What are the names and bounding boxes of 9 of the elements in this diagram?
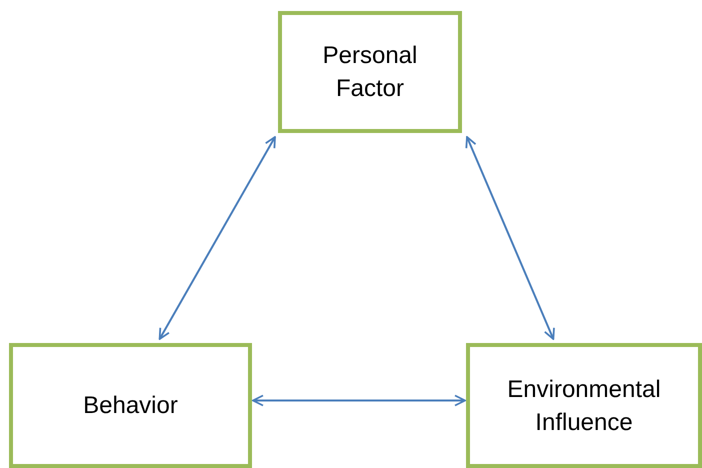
box-label: Personal Factor: [322, 41, 418, 104]
box-label: Environmental Influence: [506, 374, 662, 438]
box-label: Behavior: [83, 391, 178, 421]
process-box: [278, 11, 462, 133]
process-box: [9, 343, 252, 468]
double-arrow: [158, 136, 276, 340]
double-arrow: [252, 394, 466, 406]
process-box: [466, 343, 702, 468]
double-arrow: [465, 136, 555, 340]
